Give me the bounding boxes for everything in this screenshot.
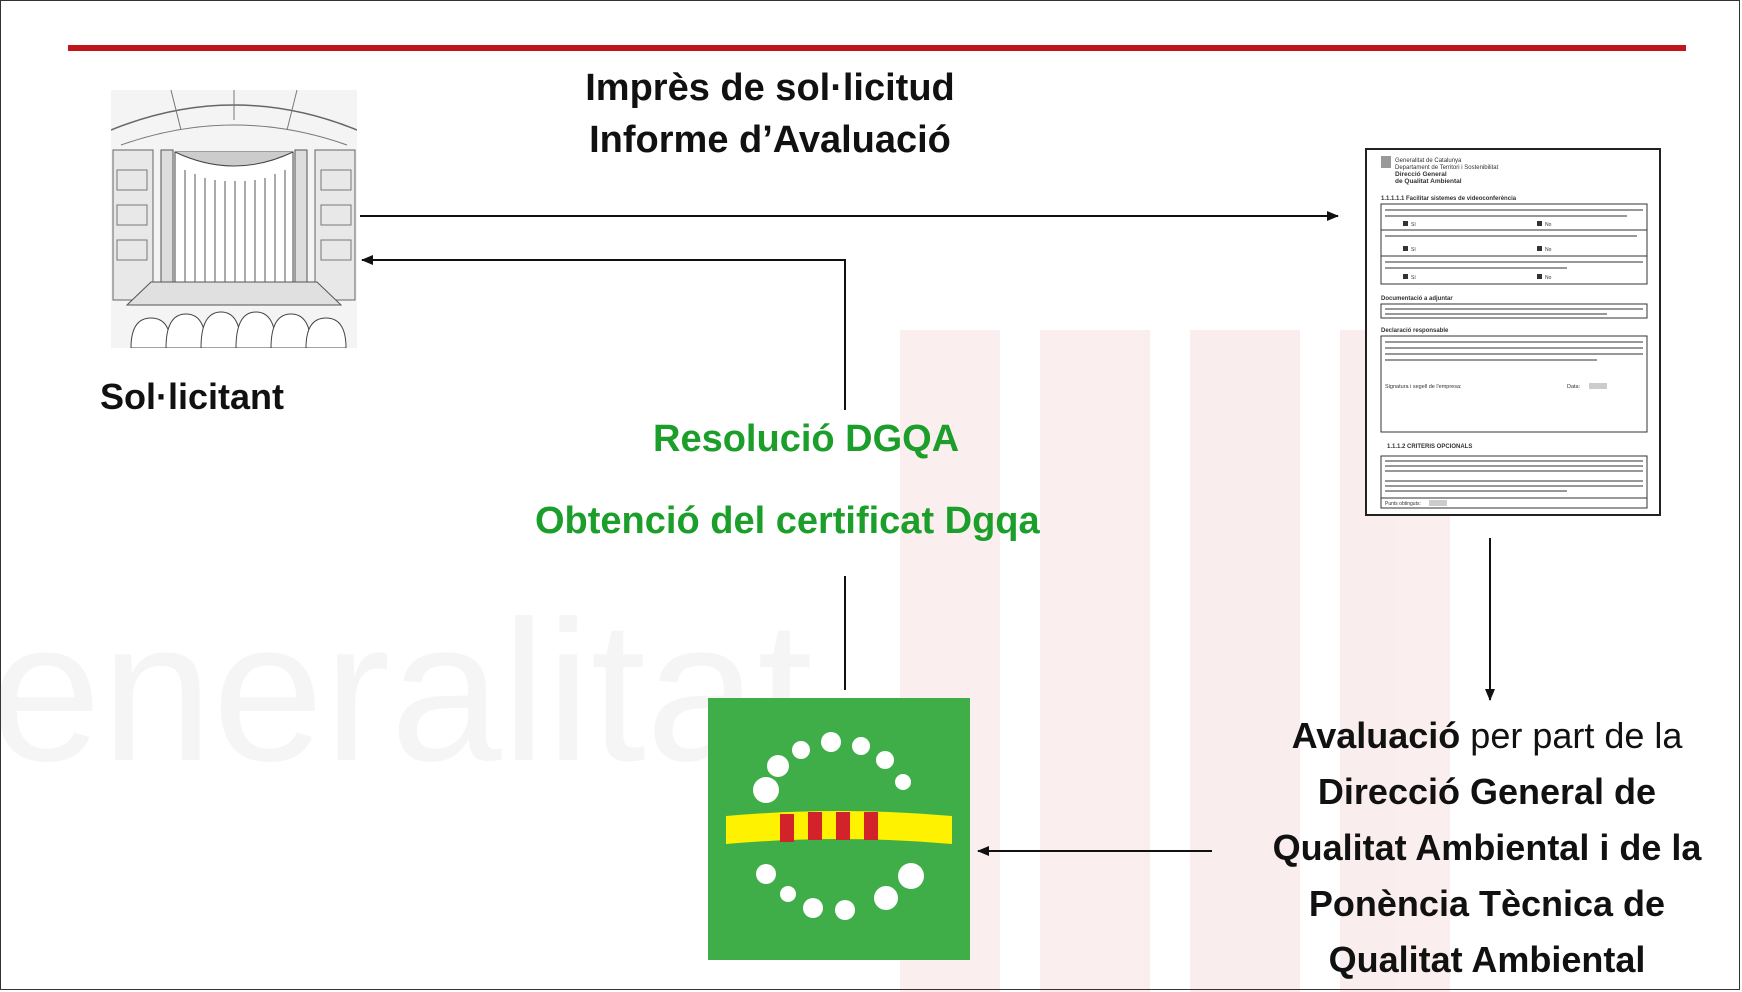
evaluation-description: Avaluació per part de la Direcció Genera… bbox=[1232, 708, 1742, 988]
svg-text:Sí: Sí bbox=[1411, 247, 1416, 253]
form-section-3: Declaració responsable bbox=[1381, 328, 1449, 334]
svg-text:No: No bbox=[1545, 275, 1552, 281]
resolution-label: Resolució DGQA bbox=[653, 418, 960, 460]
form-header-line2: Departament de Territori i Sostenibilita… bbox=[1395, 165, 1499, 171]
document-titles: Imprès de sol·licitud Informe d’Avaluaci… bbox=[520, 62, 1020, 166]
header-accent-line bbox=[68, 45, 1686, 51]
evaluation-line-4: Ponència Tècnica de bbox=[1308, 883, 1666, 924]
theater-illustration bbox=[111, 90, 357, 348]
form-points: Punts obtinguts: bbox=[1385, 501, 1421, 507]
form-section-4: 1.1.1.2 CRITERIS OPCIONALS bbox=[1387, 444, 1472, 450]
request-form-title: Imprès de sol·licitud bbox=[585, 67, 955, 109]
applicant-label: Sol·licitant bbox=[100, 376, 285, 417]
evaluation-line-3: Qualitat Ambiental i de la bbox=[1272, 827, 1702, 868]
form-header-line3: Direcció General bbox=[1395, 171, 1447, 178]
svg-text:Sí: Sí bbox=[1411, 275, 1416, 281]
dgqa-ecolabel-logo bbox=[708, 698, 970, 960]
certificate-label: Obtenció del certificat Dgqa bbox=[535, 500, 1040, 542]
form-date: Data: bbox=[1567, 384, 1581, 390]
form-header-line1: Generalitat de Catalunya bbox=[1395, 158, 1462, 164]
svg-text:No: No bbox=[1545, 247, 1552, 253]
evaluation-keyword: Avaluació bbox=[1291, 715, 1461, 756]
form-section-1: 1.1.1.1.1 Facilitar sistemes de videocon… bbox=[1381, 196, 1517, 202]
evaluation-line-5: Qualitat Ambiental bbox=[1328, 939, 1646, 980]
form-section-2: Documentació a adjuntar bbox=[1381, 296, 1453, 302]
svg-text:No: No bbox=[1545, 222, 1552, 228]
form-signature: Signatura i segell de l'empresa: bbox=[1385, 384, 1462, 390]
evaluation-report-title: Informe d’Avaluació bbox=[589, 119, 951, 161]
form-header-line4: de Qualitat Ambiental bbox=[1395, 178, 1462, 185]
evaluation-form-document: Generalitat de Catalunya Departament de … bbox=[1365, 148, 1661, 516]
evaluation-line-2: Direcció General de bbox=[1317, 771, 1657, 812]
svg-text:Sí: Sí bbox=[1411, 222, 1416, 228]
form-document-content: Generalitat de Catalunya Departament de … bbox=[1380, 156, 1648, 509]
evaluation-by-text: per part de la bbox=[1460, 715, 1683, 756]
